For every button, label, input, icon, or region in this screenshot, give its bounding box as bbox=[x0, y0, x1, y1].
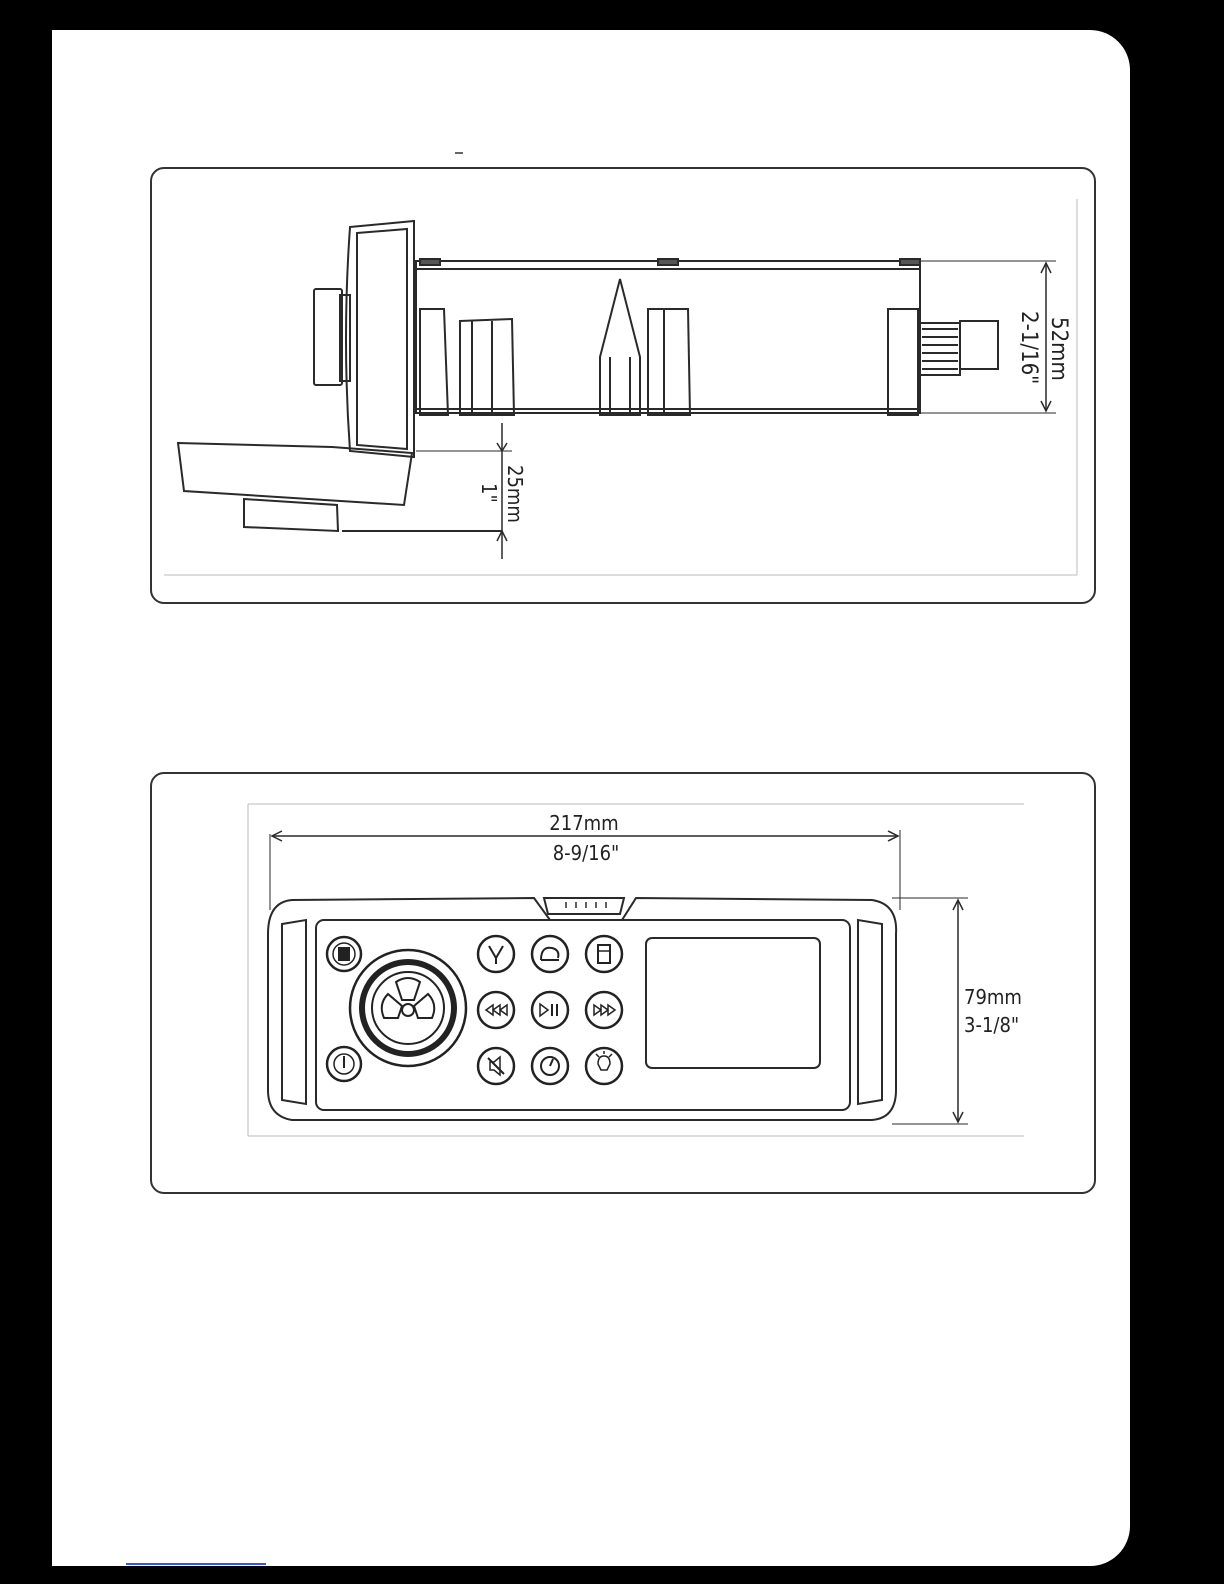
previous-track-icon[interactable] bbox=[478, 992, 514, 1028]
page-mark bbox=[455, 152, 463, 154]
menu-icon[interactable] bbox=[327, 937, 361, 971]
page-border-top bbox=[0, 0, 1224, 30]
side-view-panel: 52mm 2-1/16" 25mm 1" bbox=[150, 167, 1096, 604]
page-border-right bbox=[1160, 0, 1224, 1584]
mount-bracket bbox=[178, 443, 412, 505]
light-icon[interactable] bbox=[586, 1048, 622, 1084]
front-height-mm: 79mm bbox=[964, 985, 1022, 1009]
lcd-display bbox=[646, 938, 820, 1068]
footer-link-underline[interactable] bbox=[126, 1563, 266, 1565]
next-track-icon[interactable] bbox=[586, 992, 622, 1028]
clock-icon[interactable] bbox=[532, 1048, 568, 1084]
front-width-in: 8-9/16" bbox=[553, 841, 620, 865]
side-depth-mm: 25mm bbox=[503, 465, 527, 523]
side-height-in: 2-1/16" bbox=[1016, 311, 1041, 384]
mute-icon[interactable] bbox=[478, 1048, 514, 1084]
side-height-mm: 52mm bbox=[1046, 317, 1071, 381]
page-border-left bbox=[0, 0, 52, 1584]
knob-profile bbox=[314, 289, 342, 385]
front-width-mm: 217mm bbox=[549, 811, 618, 835]
antenna-icon[interactable] bbox=[478, 936, 514, 972]
side-view-drawing: 52mm 2-1/16" 25mm 1" bbox=[152, 169, 1094, 602]
rotary-knob-icon[interactable] bbox=[350, 950, 466, 1066]
source-icon[interactable] bbox=[532, 936, 568, 972]
front-view-panel: 217mm 8-9/16" 79mm 3-1/8" bbox=[150, 772, 1096, 1194]
card-icon[interactable] bbox=[586, 936, 622, 972]
power-icon[interactable] bbox=[327, 1047, 361, 1081]
side-depth-in: 1" bbox=[477, 483, 501, 503]
front-height-in: 3-1/8" bbox=[964, 1013, 1019, 1037]
card-slot bbox=[544, 898, 624, 914]
front-view-drawing: 217mm 8-9/16" 79mm 3-1/8" bbox=[152, 774, 1094, 1192]
front-panel-face bbox=[316, 920, 850, 1110]
play-pause-icon[interactable] bbox=[532, 992, 568, 1028]
page-border-bottom bbox=[0, 1566, 1224, 1584]
